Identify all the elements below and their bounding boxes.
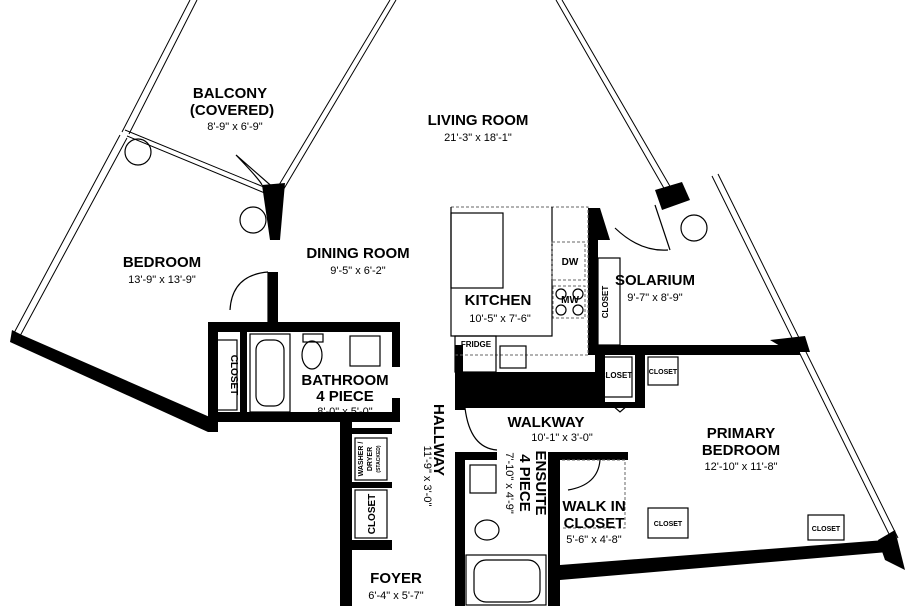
bedroom-closet-label: CLOSET [228, 355, 239, 396]
kitchen-label: KITCHEN [465, 292, 532, 309]
bedroom-dim: 13'-9" x 13'-9" [128, 274, 196, 286]
walk-in-closet-label: WALK IN [562, 498, 625, 515]
washer-label: WASHER / [358, 442, 365, 477]
foyer-label: FOYER [370, 570, 422, 587]
stacked-label: (STACKED) [376, 445, 382, 472]
ensuite-dim: 7'-10" x 4'-9" [503, 452, 515, 514]
hallway-dim: 11'-9" x 3'-0" [421, 446, 433, 507]
fridge-label: FRIDGE [461, 340, 492, 349]
foyer-dim: 6'-4" x 5'-7" [368, 590, 424, 602]
walk-in-closet-dim: 5'-6" x 4'-8" [566, 534, 622, 546]
kitchen-dim: 10'-5" x 7'-6" [469, 313, 531, 325]
solarium-closet-label: CLOSET [601, 286, 610, 319]
primary-bedroom-label: PRIMARY [707, 425, 776, 442]
primary-closet-right-label: CLOSET [812, 526, 841, 533]
dining-room-dim: 9'-5" x 6'-2" [330, 265, 386, 277]
walk-in-closet-sub: CLOSET [564, 515, 625, 532]
living-room-dim: 21'-3" x 18'-1" [444, 132, 512, 144]
primary-closet-left-label: CLOSET [654, 521, 683, 528]
balcony-sub: (COVERED) [190, 102, 274, 119]
walkway-label: WALKWAY [508, 414, 585, 431]
dryer-label: DRYER [367, 447, 374, 471]
walkway-dim: 10'-1" x 3'-0" [531, 432, 593, 444]
walls [10, 182, 905, 606]
primary-bedroom-sub: BEDROOM [702, 442, 780, 459]
dishwasher-label: DW [562, 257, 579, 268]
balcony-dim: 8'-9" x 6'-9" [207, 121, 263, 133]
ensuite-sub: 4 PIECE [516, 454, 533, 512]
exterior-windows [13, 0, 899, 541]
hallway-closet-label: CLOSET [367, 494, 378, 535]
bathroom-label: BATHROOM [301, 372, 388, 389]
bathroom-fixtures [214, 333, 845, 606]
primary-bedroom-dim: 12'-10" x 11'-8" [705, 461, 778, 473]
living-room-label: LIVING ROOM [428, 112, 529, 129]
solarium-label: SOLARIUM [615, 272, 695, 289]
closet-small-label: CLOSET [649, 369, 678, 376]
solarium-dim: 9'-7" x 8'-9" [627, 292, 683, 304]
dining-room-label: DINING ROOM [306, 245, 409, 262]
microwave-label: MW [561, 295, 579, 306]
bedroom-label: BEDROOM [123, 254, 201, 271]
bathroom-sub: 4 PIECE [316, 388, 374, 405]
doors [124, 138, 708, 491]
balcony-label: BALCONY [193, 85, 267, 102]
closet-label: CLOSET [600, 371, 633, 380]
bathroom-dim: 8'-0" x 5'-0" [317, 406, 373, 418]
ensuite-label: ENSUITE [532, 450, 549, 515]
kitchen-counters [450, 206, 621, 373]
hallway-label: HALLWAY [430, 404, 447, 476]
